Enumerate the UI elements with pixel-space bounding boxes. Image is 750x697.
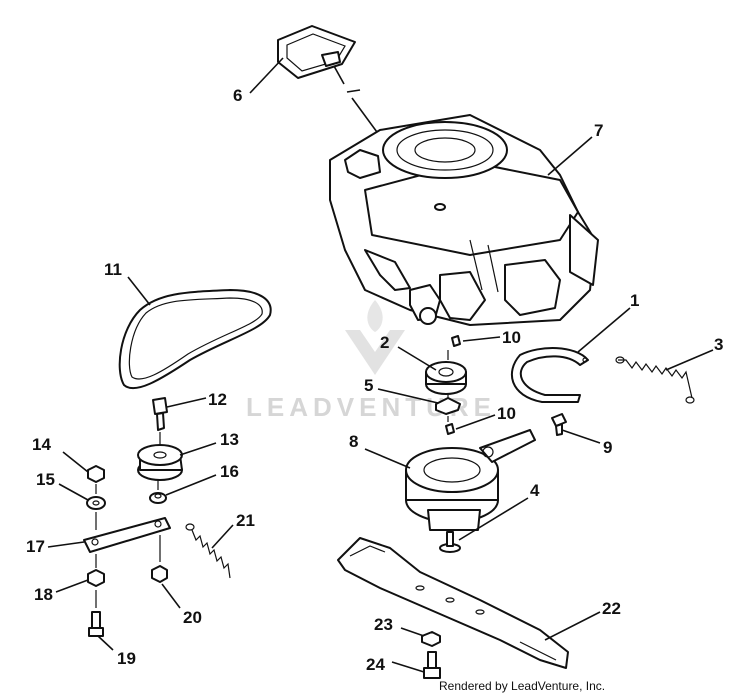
callout-1: 1 xyxy=(630,291,639,310)
callout-21: 21 xyxy=(236,511,255,530)
callout-15: 15 xyxy=(36,470,55,489)
render-credit: Rendered by LeadVenture, Inc. xyxy=(439,679,606,693)
part-11-belt xyxy=(118,289,272,390)
part-20-nut xyxy=(151,565,168,583)
callout-22: 22 xyxy=(602,599,621,618)
callout-7: 7 xyxy=(594,121,603,140)
callout-10-lower: 10 xyxy=(497,404,516,423)
part-3-spring xyxy=(615,356,695,404)
callout-11: 11 xyxy=(104,260,122,279)
callout-13: 13 xyxy=(220,430,239,449)
part-24-bolt xyxy=(423,651,441,679)
callout-4: 4 xyxy=(530,481,540,500)
callout-16: 16 xyxy=(220,462,239,481)
watermark-flame-icon xyxy=(367,300,383,332)
part-22-blade xyxy=(337,537,569,669)
part-15-washer xyxy=(86,496,106,510)
leader-lines xyxy=(47,57,714,673)
callout-2: 2 xyxy=(380,333,389,352)
callouts: 1 2 3 4 5 6 7 8 9 10 10 11 12 13 14 15 1… xyxy=(26,86,723,674)
part-10-key-lower xyxy=(445,423,455,435)
part-13-idler-pulley xyxy=(137,444,183,481)
callout-6: 6 xyxy=(233,86,242,105)
part-2-pulley xyxy=(425,361,467,395)
part-8-clutch xyxy=(405,429,536,531)
part-17-idler-arm xyxy=(83,517,171,553)
callout-5: 5 xyxy=(364,376,373,395)
part-12-bolt xyxy=(152,397,168,431)
part-18-nut xyxy=(87,569,105,587)
part-7-engine xyxy=(329,114,599,326)
part-9-bolt xyxy=(551,413,567,436)
callout-19: 19 xyxy=(117,649,136,668)
callout-17: 17 xyxy=(26,537,45,556)
part-19-bolt xyxy=(88,611,104,637)
part-4-bolt xyxy=(439,531,461,553)
callout-3: 3 xyxy=(714,335,723,354)
part-1-bracket xyxy=(510,347,589,403)
watermark-logo-icon xyxy=(345,330,405,375)
callout-9: 9 xyxy=(603,438,612,457)
callout-24: 24 xyxy=(366,655,385,674)
part-23-washer xyxy=(421,631,441,647)
callout-14: 14 xyxy=(32,435,51,454)
assembly-lines-left xyxy=(95,432,161,608)
part-21-spring xyxy=(185,523,231,579)
callout-10-upper: 10 xyxy=(502,328,521,347)
callout-20: 20 xyxy=(183,608,202,627)
part-10-key-upper xyxy=(451,335,461,347)
callout-18: 18 xyxy=(34,585,53,604)
callout-23: 23 xyxy=(374,615,393,634)
callout-8: 8 xyxy=(349,432,358,451)
part-14-nut xyxy=(87,465,105,483)
part-16-spacer xyxy=(149,492,167,504)
callout-12: 12 xyxy=(208,390,227,409)
